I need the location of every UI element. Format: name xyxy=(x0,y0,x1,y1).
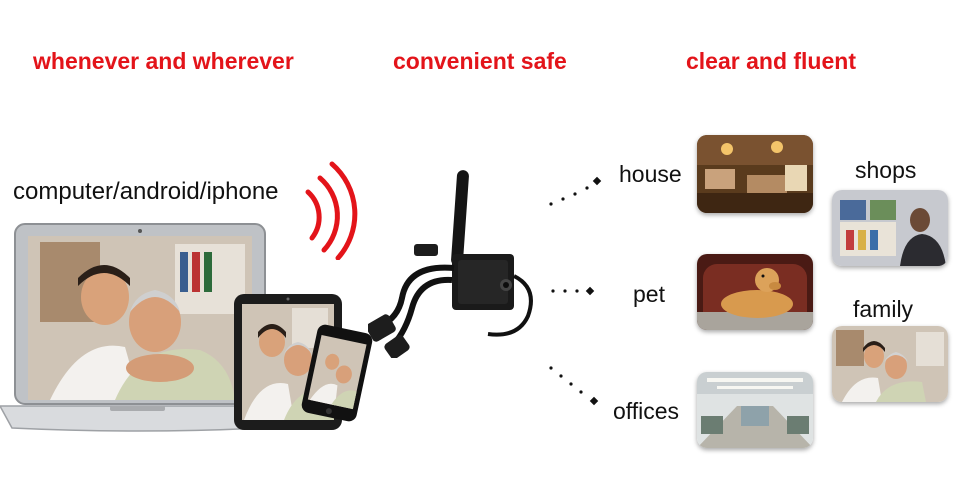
scene-label-house: house xyxy=(619,161,682,187)
ip-camera xyxy=(368,168,548,358)
scene-label-offices: offices xyxy=(613,398,680,424)
offices-photo xyxy=(697,372,813,448)
connector-offices xyxy=(547,364,603,412)
shops-photo xyxy=(832,190,948,266)
connector-house xyxy=(547,170,603,210)
smartphone xyxy=(299,322,375,424)
scene-label-family: family xyxy=(853,296,914,322)
scene-label-pet: pet xyxy=(633,281,665,307)
devices-caption: computer/android/iphone xyxy=(13,178,279,205)
headline-whenever: whenever and wherever xyxy=(33,48,294,74)
house-photo xyxy=(697,135,813,213)
connector-pet xyxy=(549,284,601,298)
scene-label-shops: shops xyxy=(855,157,917,183)
headline-convenient: convenient safe xyxy=(393,48,567,74)
family-photo xyxy=(832,326,948,402)
laptop xyxy=(0,222,275,432)
pet-photo xyxy=(697,254,813,330)
wifi-signal-icon xyxy=(290,160,370,260)
headline-clear: clear and fluent xyxy=(686,48,856,74)
